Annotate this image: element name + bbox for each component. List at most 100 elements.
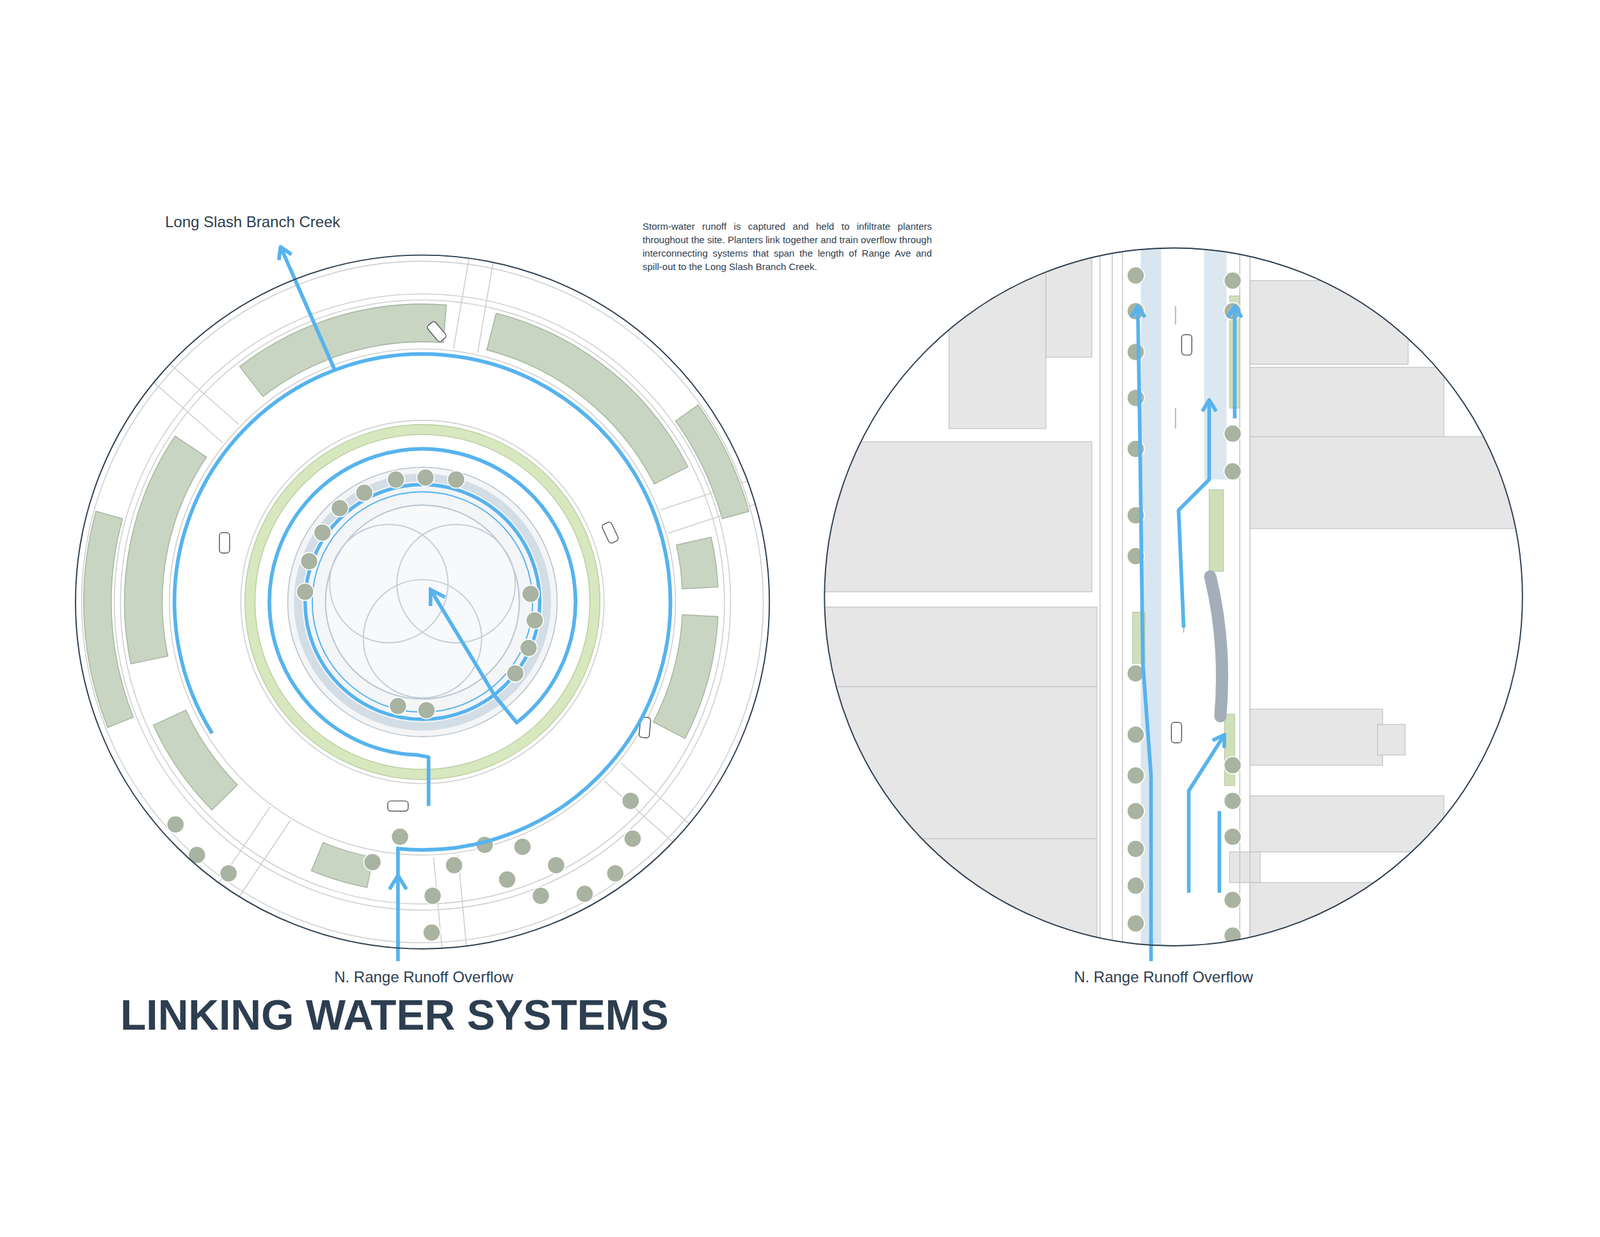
swale-channel bbox=[1210, 576, 1223, 717]
planter-bed bbox=[1208, 489, 1224, 572]
tree-symbol bbox=[1127, 389, 1145, 407]
plan-frame bbox=[824, 247, 1523, 946]
tree-symbol bbox=[1127, 914, 1145, 932]
building bbox=[1249, 367, 1444, 440]
flow-arrowhead bbox=[1130, 305, 1145, 318]
planter-bed bbox=[153, 710, 238, 811]
runoff-flow-line bbox=[1149, 938, 1154, 962]
plaza-pattern bbox=[329, 524, 448, 644]
diagram-title: LINKING WATER SYSTEMS bbox=[120, 993, 669, 1037]
car-symbol bbox=[600, 520, 619, 544]
tree-symbol bbox=[1223, 424, 1241, 443]
building bbox=[1249, 709, 1383, 766]
flow-arrowhead bbox=[1202, 400, 1217, 412]
plaza bbox=[288, 467, 558, 737]
curb-line bbox=[1249, 245, 1251, 970]
planter-bed bbox=[676, 536, 719, 589]
curb-line bbox=[1121, 245, 1124, 970]
road-edge bbox=[114, 293, 731, 911]
car-symbol bbox=[219, 532, 230, 553]
description-note: Storm-water runoff is captured and held … bbox=[642, 219, 932, 274]
planter-bed bbox=[1224, 714, 1235, 786]
planter-bed bbox=[240, 304, 447, 397]
tree-symbol bbox=[1223, 272, 1241, 290]
source-label: N. Range Runoff Overflow bbox=[1073, 967, 1254, 987]
road-edge bbox=[81, 261, 764, 943]
tree-symbol bbox=[606, 864, 624, 882]
road-edge bbox=[169, 348, 676, 856]
road-line bbox=[620, 762, 694, 828]
runoff-flow-line bbox=[280, 247, 335, 370]
inner-flow-ring bbox=[305, 484, 541, 720]
building bbox=[806, 441, 1092, 592]
road-line bbox=[149, 378, 223, 443]
tree-symbol bbox=[423, 887, 441, 905]
tree-symbol bbox=[423, 924, 441, 942]
tree-symbol bbox=[220, 864, 238, 882]
tree-symbol bbox=[624, 830, 642, 848]
plaza-band bbox=[298, 477, 548, 727]
green-ring bbox=[245, 424, 601, 780]
plaza-core bbox=[325, 504, 520, 699]
flow-arrowhead bbox=[1227, 305, 1242, 318]
tree-symbol bbox=[1223, 302, 1241, 320]
tree-symbol bbox=[1223, 756, 1241, 774]
tree-symbol bbox=[498, 871, 516, 889]
road-line bbox=[215, 807, 270, 888]
source-label: N. Range Runoff Overflow bbox=[334, 967, 514, 987]
tree-symbol bbox=[296, 583, 314, 601]
runoff-flow-line bbox=[269, 449, 576, 807]
plaza-pattern bbox=[396, 524, 516, 644]
tree-symbol bbox=[522, 584, 540, 603]
tree-symbol bbox=[330, 499, 349, 517]
runoff-flow-line bbox=[1217, 811, 1222, 894]
building bbox=[806, 686, 1097, 840]
tree-symbol bbox=[1127, 876, 1145, 895]
tree-symbol bbox=[1223, 792, 1241, 810]
flow-arrowhead bbox=[279, 247, 292, 261]
road-line bbox=[477, 257, 495, 353]
tree-symbol bbox=[526, 611, 544, 630]
runoff-flow-line bbox=[1137, 305, 1152, 962]
tree-symbol bbox=[300, 552, 319, 570]
road-line bbox=[660, 479, 753, 511]
tree-symbol bbox=[313, 524, 331, 542]
lane-dash bbox=[1175, 305, 1177, 325]
curb-line bbox=[1099, 245, 1101, 970]
tree-symbol bbox=[1223, 828, 1241, 846]
tree-symbol bbox=[1127, 802, 1145, 820]
tree-symbol bbox=[1127, 343, 1145, 361]
plan-ground bbox=[75, 255, 770, 950]
plan-frame bbox=[75, 255, 770, 950]
tree-symbol bbox=[547, 856, 565, 874]
scaled-plan bbox=[75, 245, 1526, 970]
tree-symbol bbox=[389, 697, 407, 715]
curb-line bbox=[1111, 245, 1113, 970]
building bbox=[1229, 851, 1261, 883]
runoff-flow-line bbox=[174, 353, 671, 962]
building bbox=[806, 839, 1097, 962]
runoff-flow-line bbox=[396, 938, 400, 962]
destination-label: Long Slash Branch Creek bbox=[165, 212, 341, 232]
road-edge bbox=[120, 300, 725, 905]
roundabout-plan bbox=[75, 252, 770, 962]
building bbox=[1045, 255, 1092, 358]
building bbox=[1249, 280, 1408, 365]
tree-symbol bbox=[417, 701, 436, 719]
flow-arrowhead bbox=[389, 875, 407, 890]
planter-bed bbox=[124, 435, 207, 664]
building bbox=[806, 607, 1097, 687]
flow-arrowhead bbox=[430, 590, 446, 607]
runoff-flow-line bbox=[1232, 305, 1237, 418]
tree-symbol bbox=[513, 838, 532, 856]
inner-flow-ring bbox=[312, 491, 533, 712]
plaza-pattern bbox=[363, 579, 482, 699]
tree-symbol bbox=[1127, 725, 1145, 744]
tree-symbol bbox=[1127, 302, 1145, 320]
car-symbol bbox=[1181, 334, 1192, 356]
tree-symbol bbox=[1127, 766, 1145, 784]
tree-symbol bbox=[531, 887, 550, 905]
building bbox=[1249, 882, 1403, 965]
